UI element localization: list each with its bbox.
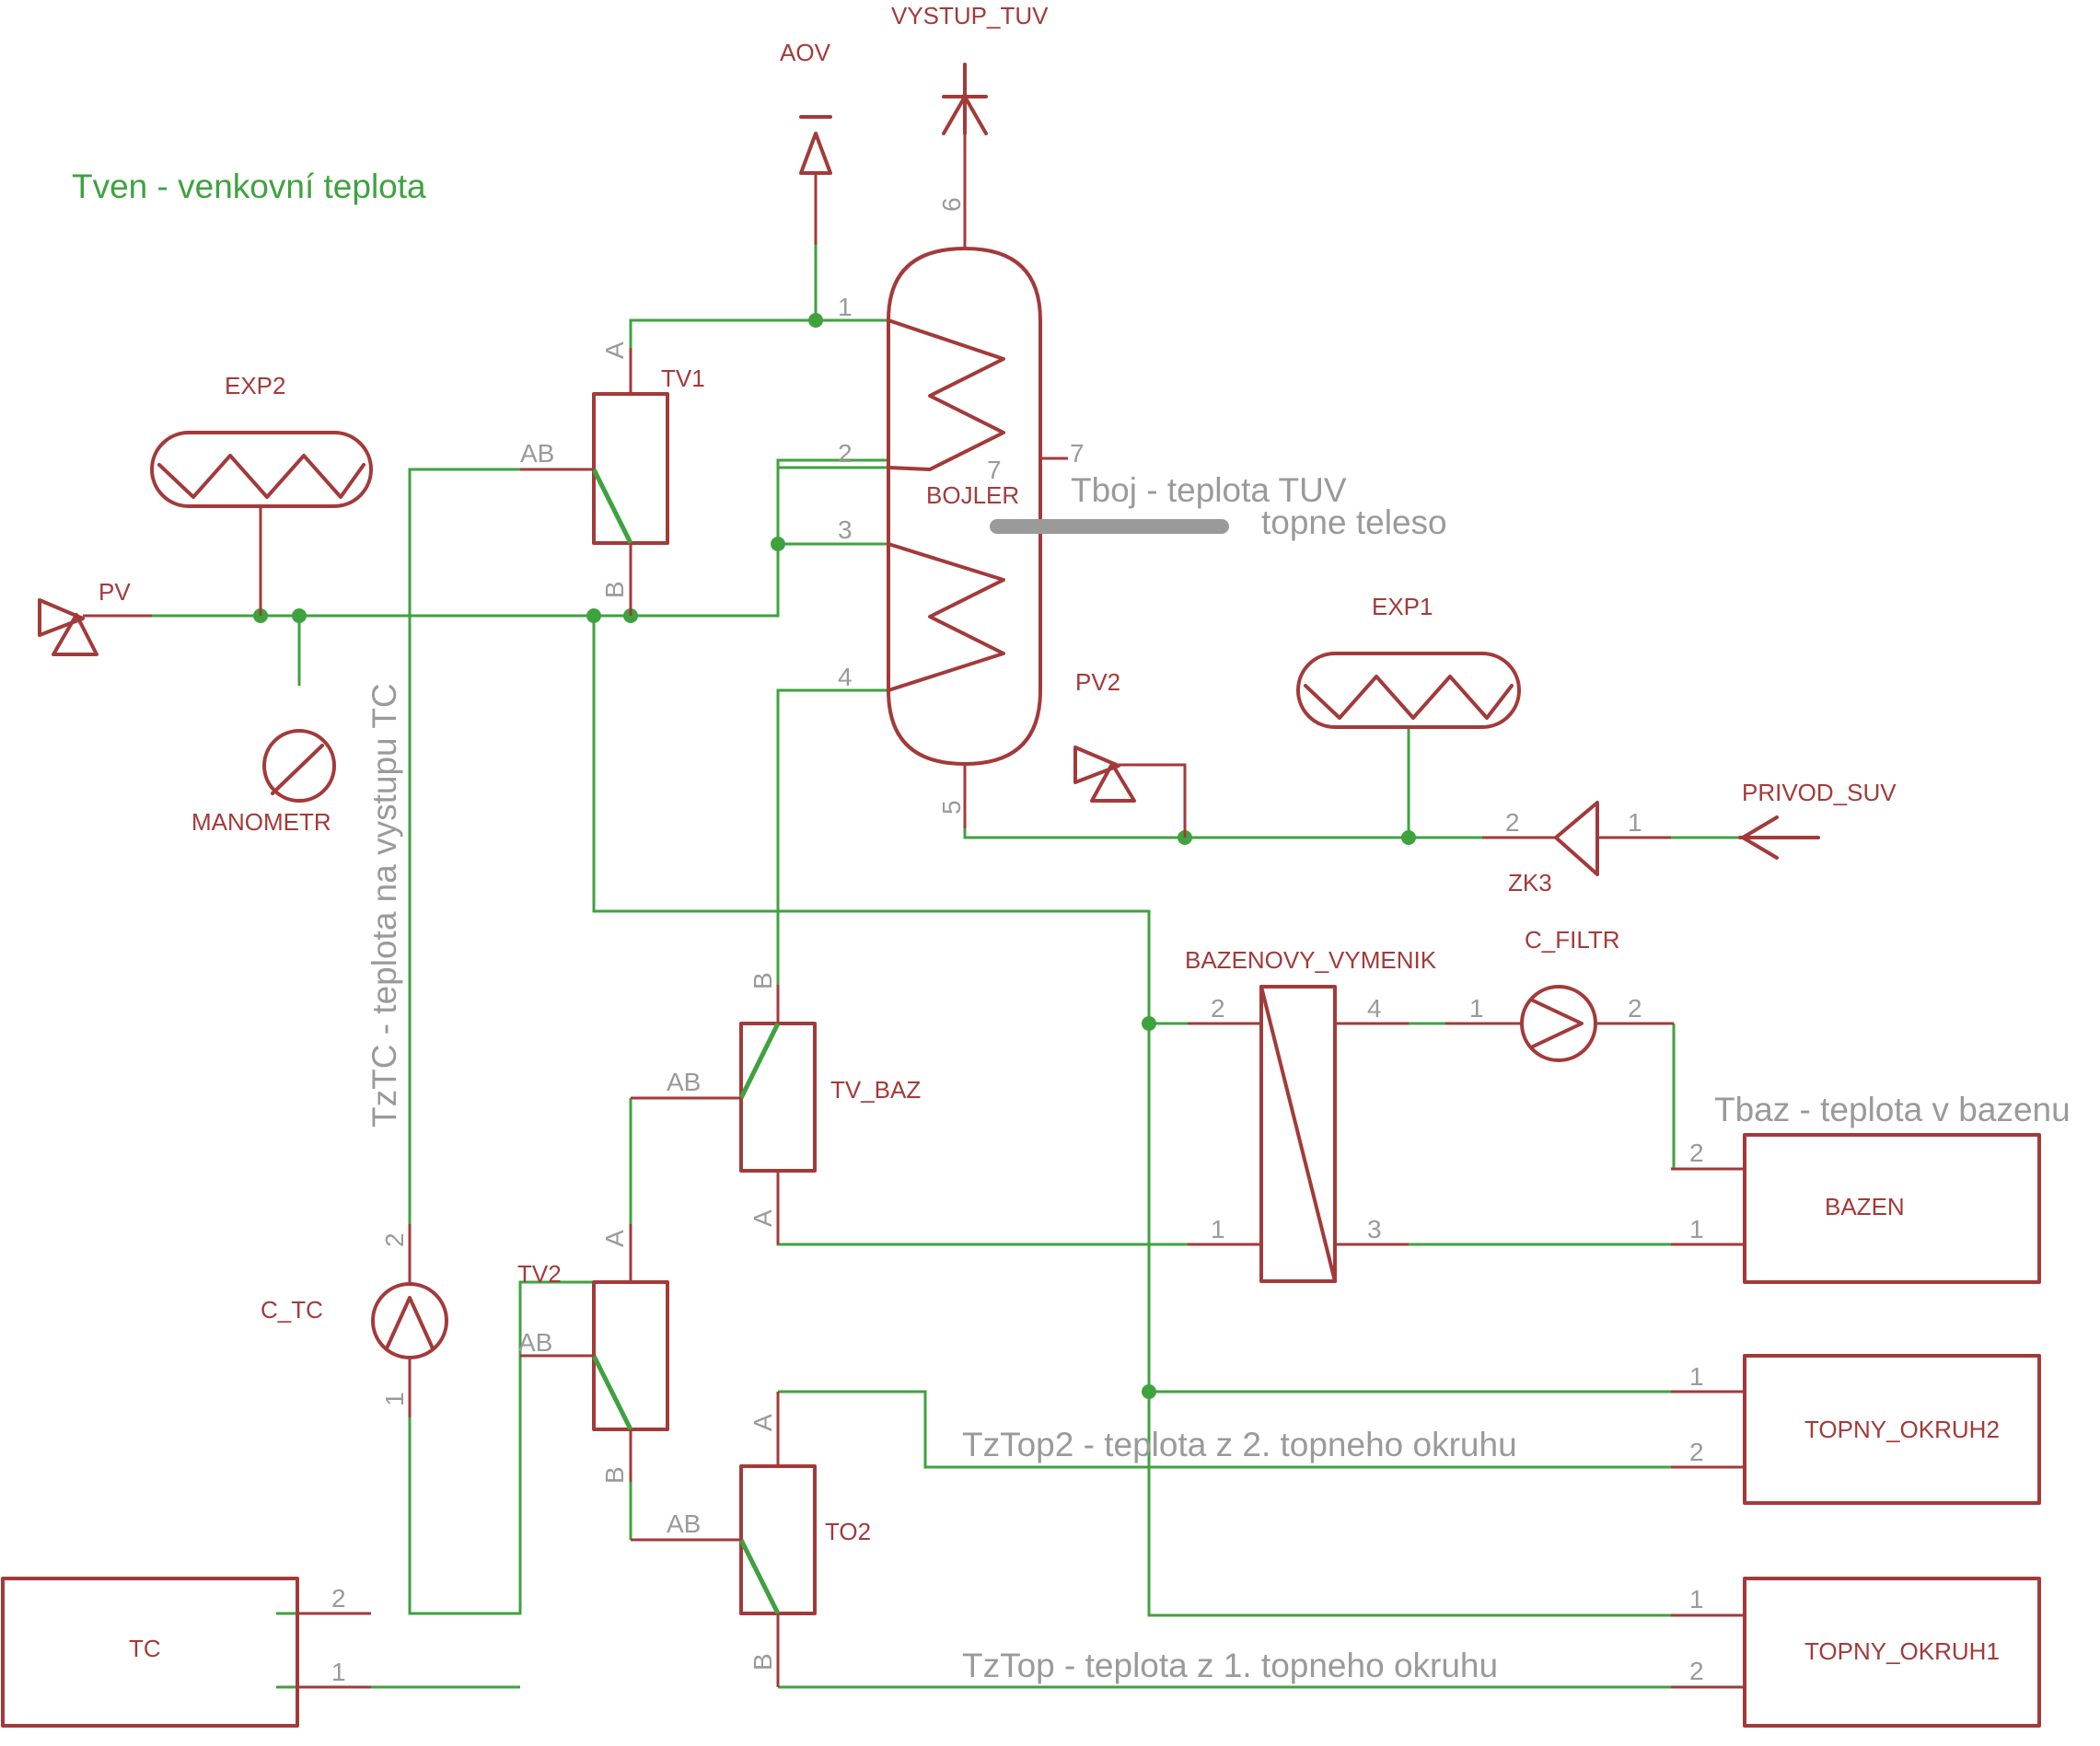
tc-symbol[interactable] <box>1 1577 371 1728</box>
pin-label: A <box>748 1414 777 1431</box>
pin-label: A <box>600 1230 629 1247</box>
pin-label: B <box>748 972 777 989</box>
pin-label: 1 <box>1628 808 1642 837</box>
aov-symbol[interactable] <box>799 115 832 245</box>
component-labels: AOV VYSTUP_TUV EXP2 EXP1 TV1 PV PV2 BOJL… <box>99 2 2000 1665</box>
pin-label: 2 <box>1689 1657 1704 1685</box>
label-to2: TO2 <box>825 1518 871 1545</box>
tv-baz-symbol[interactable] <box>631 985 817 1244</box>
pin-label: 2 <box>1628 994 1642 1023</box>
pin-label: AB <box>518 1328 552 1357</box>
label-exp1: EXP1 <box>1372 593 1433 620</box>
bazenovy-vymenik-symbol[interactable] <box>1188 985 1409 1283</box>
exp1-symbol[interactable] <box>1296 652 1521 729</box>
label-tv1: TV1 <box>661 364 705 392</box>
exp2-symbol[interactable] <box>150 431 373 616</box>
label-c-tc: C_TC <box>261 1296 323 1324</box>
note-tztc: TzTC - teplota na vystupu TC <box>365 683 403 1127</box>
tv1-symbol[interactable] <box>520 348 669 616</box>
pin-label: 2 <box>1505 808 1520 837</box>
note-topne-teleso: topne teleso <box>1261 503 1447 541</box>
c-tc-symbol[interactable] <box>371 1224 448 1417</box>
label-tc: TC <box>129 1635 161 1662</box>
label-privod-suv: PRIVOD_SUV <box>1742 779 1897 806</box>
label-c-filtr: C_FILTR <box>1525 926 1620 954</box>
pin-label: A <box>600 341 629 359</box>
pin-label: 5 <box>937 800 966 815</box>
junction <box>1401 830 1416 845</box>
label-zk3: ZK3 <box>1508 869 1552 896</box>
label-bazen: BAZEN <box>1825 1193 1905 1220</box>
label-topny-okruh2: TOPNY_OKRUH2 <box>1804 1416 2000 1443</box>
junction <box>586 608 601 623</box>
pin-label: B <box>600 581 629 598</box>
pin-label: 6 <box>937 197 966 212</box>
label-vystup-tuv: VYSTUP_TUV <box>891 2 1049 29</box>
topny-okruh2-symbol[interactable] <box>1671 1354 2041 1505</box>
zk3-symbol[interactable] <box>1482 801 1671 876</box>
privod-suv-symbol[interactable] <box>1738 815 1820 860</box>
pin-label: A <box>748 1209 777 1227</box>
pin-label: 2 <box>1689 1139 1704 1167</box>
note-tztop2: TzTop2 - teplota z 2. topneho okruhu <box>962 1426 1517 1463</box>
pin-label: 2 <box>838 439 853 468</box>
bazen-symbol[interactable] <box>1671 1133 2041 1284</box>
bojler-symbol[interactable] <box>887 247 1068 828</box>
pin-label: 1 <box>838 293 853 321</box>
junction <box>808 313 823 328</box>
label-tv2: TV2 <box>517 1260 562 1288</box>
pin-label: 7 <box>987 456 1002 484</box>
pin-label: 2 <box>331 1584 346 1613</box>
label-bojler: BOJLER <box>926 481 1019 509</box>
label-tv-baz: TV_BAZ <box>830 1076 921 1104</box>
label-bazenovy-vymenik: BAZENOVY_VYMENIK <box>1185 946 1437 974</box>
pin-label: 1 <box>1689 1215 1704 1243</box>
pin-label: 1 <box>1211 1215 1225 1243</box>
pin-label: 7 <box>1070 439 1085 468</box>
label-pv: PV <box>99 578 131 606</box>
c-filtr-symbol[interactable] <box>1445 985 1674 1062</box>
label-pv2: PV2 <box>1075 668 1120 696</box>
junction <box>292 608 307 623</box>
pin-label: 2 <box>380 1232 409 1247</box>
annotations: Tven - venkovní teplota Tboj - teplota T… <box>72 168 2071 1684</box>
pin-label: 2 <box>1211 994 1225 1023</box>
junction <box>1142 1016 1156 1031</box>
pin-label: 1 <box>1689 1362 1704 1391</box>
pin-label: 3 <box>1367 1215 1382 1243</box>
pin-label: 1 <box>331 1658 346 1686</box>
heating-element <box>990 519 1229 534</box>
pin-label: 1 <box>1469 994 1484 1023</box>
pin-label: 3 <box>838 515 853 544</box>
pin-label: AB <box>520 439 554 468</box>
manometr-symbol[interactable] <box>262 729 336 803</box>
pin-label: 1 <box>1689 1585 1704 1613</box>
pin-label: 2 <box>1689 1438 1704 1466</box>
pin-labels: 1 2 3 4 7 7 6 5 2 1 A B AB B A AB A B AB… <box>331 197 1704 1686</box>
vystup-tuv-symbol[interactable] <box>942 63 988 249</box>
label-exp2: EXP2 <box>225 372 286 399</box>
pin-label: B <box>748 1653 777 1671</box>
to2-symbol[interactable] <box>631 1392 817 1687</box>
pin-label: 4 <box>838 663 853 691</box>
tv2-symbol[interactable] <box>520 1224 669 1482</box>
junction <box>1142 1384 1156 1399</box>
pv-symbol[interactable] <box>38 598 152 656</box>
pin-label: B <box>600 1466 629 1484</box>
label-topny-okruh1: TOPNY_OKRUH1 <box>1804 1637 2000 1665</box>
note-tztop: TzTop - teplota z 1. topneho okruhu <box>962 1647 1498 1684</box>
topny-okruh1-symbol[interactable] <box>1671 1577 2041 1728</box>
pin-label: AB <box>667 1068 701 1096</box>
label-manometr: MANOMETR <box>191 808 331 836</box>
junction <box>771 537 785 551</box>
label-aov: AOV <box>780 39 831 66</box>
pin-label: 4 <box>1367 994 1382 1023</box>
pin-label: 1 <box>380 1392 409 1406</box>
pv2-symbol[interactable] <box>1073 746 1187 838</box>
note-tven: Tven - venkovní teplota <box>72 168 426 205</box>
note-tboj: Tboj - teplota TUV <box>1071 471 1347 509</box>
note-tbaz: Tbaz - teplota v bazenu <box>1714 1091 2071 1128</box>
pin-label: AB <box>667 1509 701 1538</box>
